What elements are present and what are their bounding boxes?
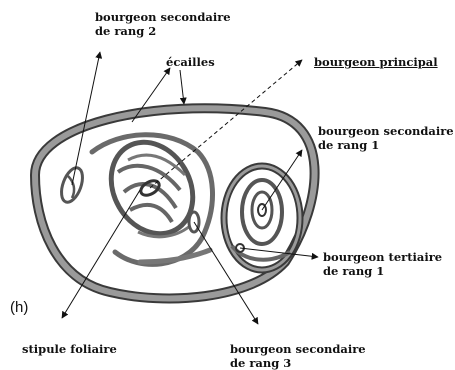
label-tertiary-bud-rank1: bourgeon tertiaire de rang 1 <box>323 250 442 278</box>
label-secondary-bud-rank2: bourgeon secondaire de rang 2 <box>95 10 231 38</box>
arrow-scales-2 <box>180 70 184 104</box>
stipule-leaf <box>140 250 210 262</box>
label-leaf-stipule: stipule foliaire <box>22 342 117 356</box>
secondary-bud-rank1 <box>224 166 300 270</box>
label-main-bud: bourgeon principal <box>314 55 438 69</box>
label-scales: écailles <box>166 55 215 69</box>
label-secondary-bud-rank1: bourgeon secondaire de rang 1 <box>318 124 454 152</box>
panel-letter: (h) <box>10 300 28 316</box>
label-secondary-bud-rank3: bourgeon secondaire de rang 3 <box>230 342 366 370</box>
